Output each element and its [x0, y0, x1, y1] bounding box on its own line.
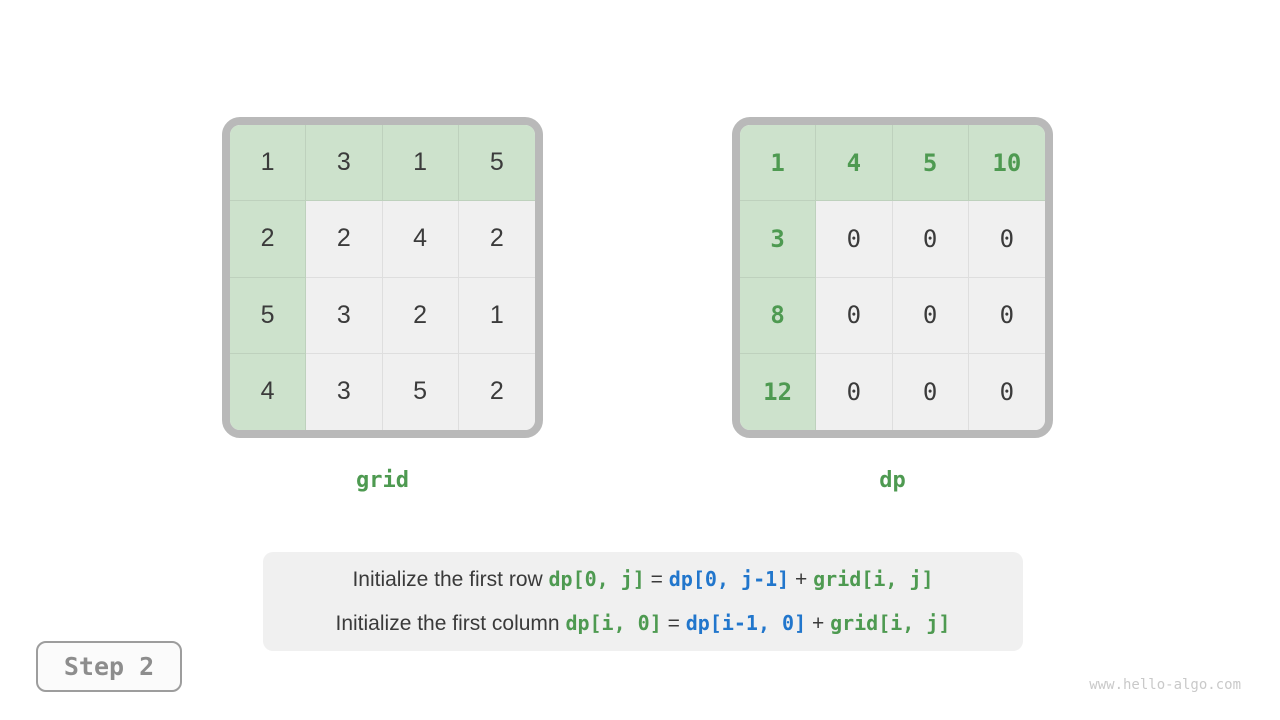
- matrix-cell: 1: [740, 125, 817, 202]
- matrix-cell: 12: [740, 353, 817, 430]
- matrix-cell: 8: [740, 277, 817, 354]
- code-token: dp[i-1, 0]: [685, 611, 807, 635]
- code-token: dp[0, j-1]: [668, 567, 790, 591]
- matrix-cell: 5: [382, 353, 459, 430]
- caption-text: =: [661, 612, 686, 635]
- matrix-cell: 4: [816, 125, 893, 202]
- code-token: grid[i, j]: [830, 611, 951, 635]
- matrix-cell: 3: [306, 353, 383, 430]
- matrix-cell: 4: [230, 353, 307, 430]
- matrix-cell: 10: [968, 125, 1045, 202]
- matrix-cell: 2: [458, 201, 535, 278]
- matrix-cell: 3: [306, 125, 383, 202]
- matrix-cell: 3: [306, 277, 383, 354]
- matrix-cell: 5: [458, 125, 535, 202]
- caption-box: Initialize the first row dp[0, j] = dp[0…: [263, 552, 1023, 651]
- watermark: www.hello-algo.com: [1089, 677, 1241, 693]
- matrix-cell: 2: [306, 201, 383, 278]
- matrix-cell: 5: [230, 277, 307, 354]
- matrix-cell: 5: [892, 125, 969, 202]
- matrix-cell: 1: [230, 125, 307, 202]
- matrix-cell: 0: [968, 201, 1045, 278]
- matrix-cell: 0: [892, 201, 969, 278]
- matrix-cell: 1: [382, 125, 459, 202]
- matrix-cell: 1: [458, 277, 535, 354]
- grid-label: grid: [356, 468, 409, 493]
- code-token: dp[i, 0]: [565, 611, 662, 635]
- step-label: Step 2: [63, 652, 155, 681]
- matrix-cell: 3: [740, 201, 817, 278]
- matrix-cell: 2: [382, 277, 459, 354]
- matrix-cell: 4: [382, 201, 459, 278]
- caption-text: +: [806, 612, 831, 635]
- matrix-cell: 0: [816, 353, 893, 430]
- caption-text: +: [789, 568, 814, 591]
- step-badge: Step 2: [36, 641, 182, 692]
- matrix-cell: 0: [892, 353, 969, 430]
- matrix-cell: 2: [230, 201, 307, 278]
- caption-text: Initialize the first row: [352, 568, 549, 591]
- caption-text: =: [644, 568, 669, 591]
- matrix-cell: 2: [458, 353, 535, 430]
- caption-text: Initialize the first column: [335, 612, 566, 635]
- dp-label: dp: [879, 468, 906, 493]
- matrix-cell: 0: [968, 353, 1045, 430]
- caption-line-first-row: Initialize the first row dp[0, j] = dp[0…: [352, 564, 933, 595]
- matrix-cell: 0: [816, 277, 893, 354]
- code-token: grid[i, j]: [813, 567, 934, 591]
- caption-line-first-column: Initialize the first column dp[i, 0] = d…: [336, 608, 951, 639]
- code-token: dp[0, j]: [548, 567, 645, 591]
- matrix-cell: 0: [892, 277, 969, 354]
- matrix-cell: 0: [816, 201, 893, 278]
- matrix-cell: 0: [968, 277, 1045, 354]
